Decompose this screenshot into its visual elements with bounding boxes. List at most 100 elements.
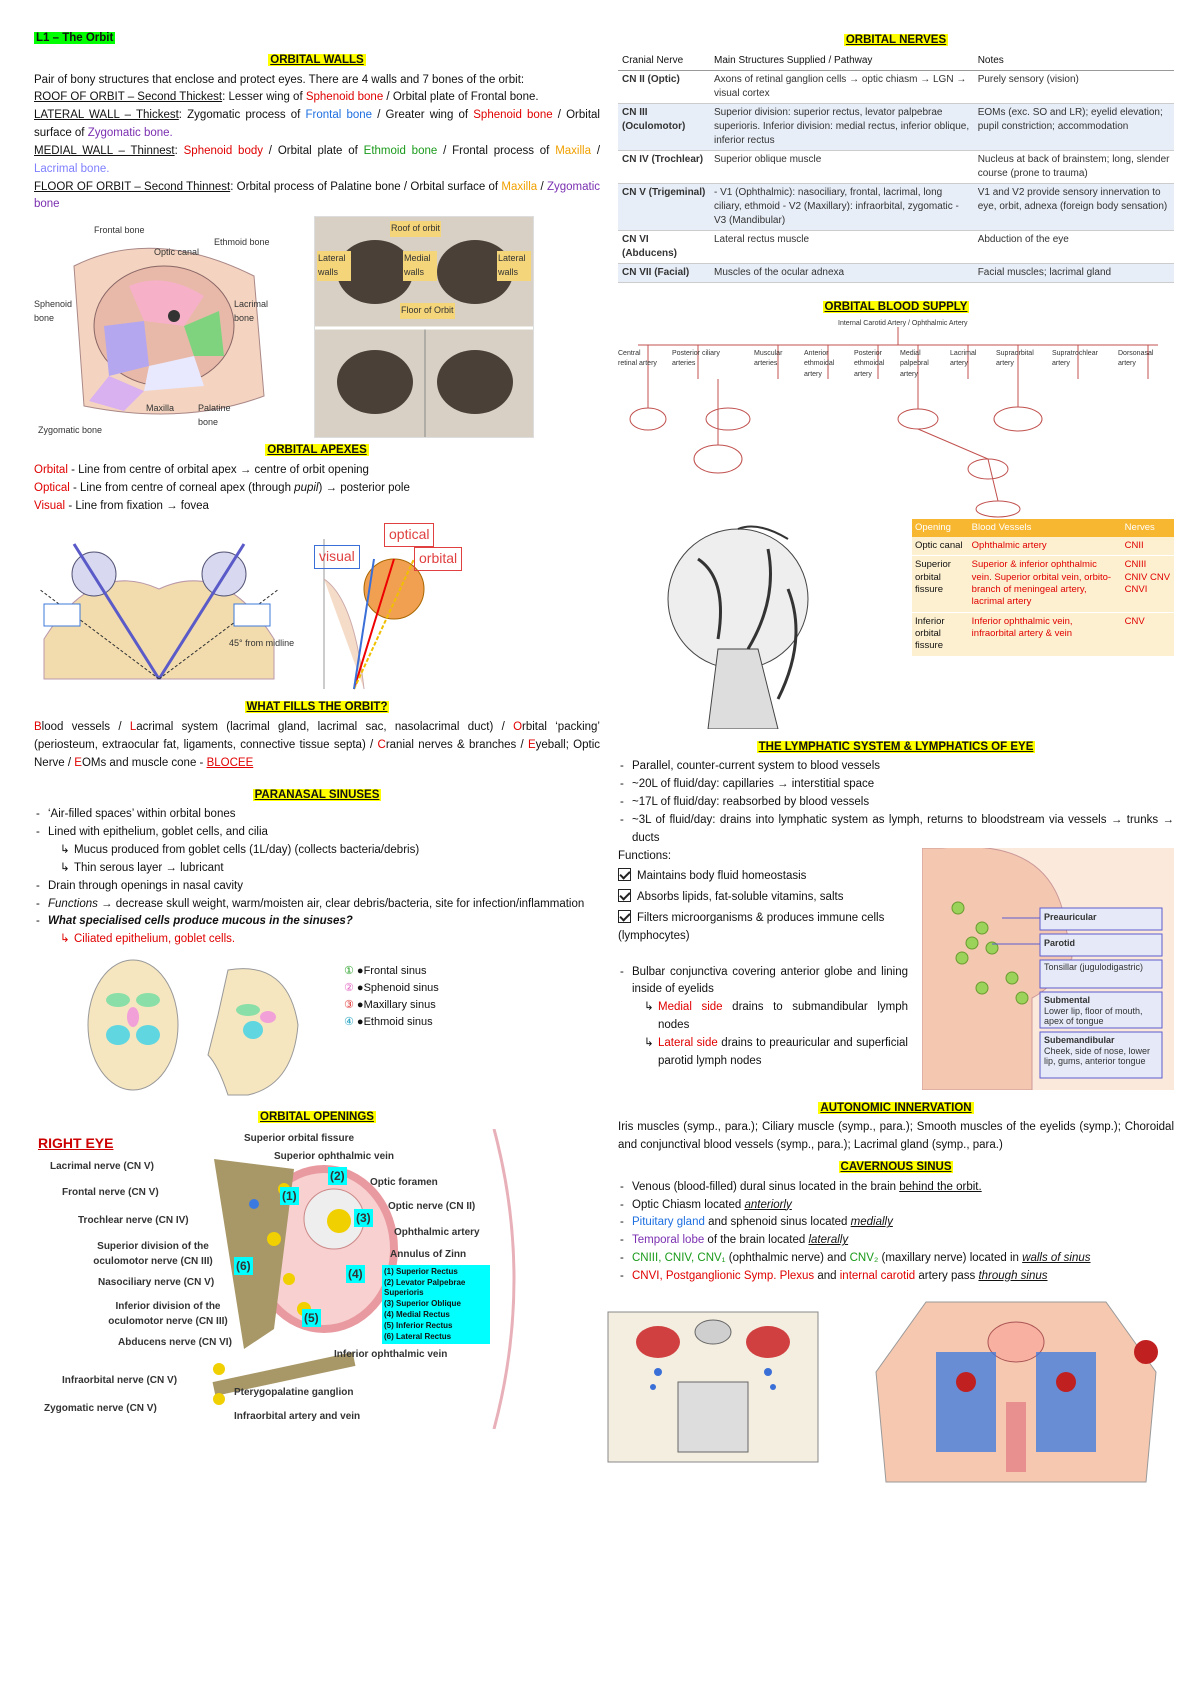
lymph-function-3: Filters microorganisms & produces immune… [618,909,885,942]
left-column: L1 – The Orbit ORBITAL WALLS Pair of bon… [34,30,600,1429]
lymph-functions-label: Functions: [618,849,672,862]
list-item: ~20L of fluid/day: capillaries → interst… [618,776,1174,794]
open-num-4: (4) [346,1264,365,1284]
table-cell: CNV [1121,612,1174,657]
skull-label-lateral-right: Lateral walls [497,251,531,281]
fills-heading: WHAT FILLS THE ORBIT? [244,701,390,714]
col-header: Opening [912,518,969,537]
open-label-nasociliary: Nasociliary nerve (CN V) [98,1276,215,1288]
open-label-inf-oculomotor: Inferior division of the oculomotor nerv… [108,1300,228,1328]
sinus-heads-svg [87,959,299,1096]
key-item: (6) Lateral Rectus [384,1331,452,1341]
open-label-zygomatic: Zygomatic nerve (CN V) [44,1402,157,1414]
list-item: Venous (blood-filled) dural sinus locate… [618,1179,1174,1197]
open-label-infraorbital: Infraorbital nerve (CN V) [62,1374,178,1386]
open-label-abducens: Abducens nerve (CN VI) [118,1336,232,1348]
muscle-key: (1) Superior Rectus (2) Levator Palpebra… [382,1264,490,1345]
apex-figures: optical visual orbital 45° from midline [34,519,600,696]
cavernous-list: Venous (blood-filled) dural sinus locate… [618,1179,1174,1286]
list-item: CNVI, Postganglionic Symp. Plexus and in… [618,1268,1174,1286]
medial-text: MEDIAL WALL – Thinnest: Sphenoid body / … [34,144,601,175]
legend-ethmoid: ④ ●Ethmoid sinus [344,1016,433,1029]
lymph-list: Parallel, counter-current system to bloo… [618,758,1174,847]
open-label-sov: Superior ophthalmic vein [274,1150,395,1162]
skull-photo-svg [315,240,533,438]
open-label-optic-foramen: Optic foramen [370,1176,438,1188]
lymph-text: Functions: Maintains body fluid homeosta… [618,848,908,1071]
right-column: ORBITAL NERVES Cranial Nerve Main Struct… [588,30,1174,1488]
table-cell: Optic canal [912,536,969,557]
roof-text: ROOF OF ORBIT – Second Thickest: Lesser … [34,91,539,104]
table-cell: Nucleus at back of brainstem; long, slen… [973,150,1174,184]
apex-eye-svg [323,539,425,690]
sinus-answer: Ciliated epithelium, goblet cells. [34,931,600,949]
skull-photo: Roof of orbit Medial walls Lateral walls… [314,216,534,439]
fills-text: Blood vessels / Lacrimal system (lacrima… [34,721,601,769]
checkbox-icon [618,909,631,923]
col-header: Blood Vessels [968,518,1122,537]
table-cell: Inferior ophthalmic vein, infraorbital a… [968,612,1122,657]
col-header: Cranial Nerve [618,51,710,71]
table-cell: Inferior orbital fissure [912,612,969,657]
apex-label-optical: optical [384,523,435,548]
legend-frontal: ① ●Frontal sinus [344,964,427,977]
tree-node: Central retinal artery [618,349,657,368]
apex-axes-diagram [34,519,284,696]
table-cell: CN II (Optic) [618,70,710,104]
table-row: CN V (Trigeminal)- V1 (Ophthalmic): naso… [618,183,1174,231]
sinuses-list: ‘Air-filled spaces’ within orbital bones… [34,806,600,842]
table-cell: Superior orbital fissure [912,555,969,613]
apex-visual: Visual - Line from fixation → fovea [34,499,209,512]
apex-orbital: Orbital - Line from centre of orbital ap… [34,463,369,476]
fig-label-zygomatic: Zygomatic bone [38,425,103,436]
open-num-1: (1) [280,1186,299,1206]
lymph-function-2: Absorbs lipids, fat-soluble vitamins, sa… [618,889,908,907]
table-header-row: Cranial Nerve Main Structures Supplied /… [618,51,1174,71]
tree-node: Posterior ethmoidal artery [854,349,885,379]
table-cell: EOMs (exc. SO and LR); eyelid elevation;… [973,103,1174,151]
list-item: Functions → decrease skull weight, warm/… [34,896,600,914]
legend-sphenoid: ② ●Sphenoid sinus [344,981,439,994]
table-cell: CN III (Oculomotor) [618,103,710,151]
list-item: Temporal lobe of the brain located later… [618,1232,1174,1250]
key-item: (5) Inferior Rectus [384,1320,453,1330]
table-cell: Superior oblique muscle [710,150,974,184]
list-item: ~17L of fluid/day: reabsorbed by blood v… [618,794,1174,812]
fig-label-lacrimal: Lacrimal bone [234,299,269,324]
walls-figures: Frontal bone Optic canal Ethmoid bone Sp… [34,216,600,439]
lymph-heading: THE LYMPHATIC SYSTEM & LYMPHATICS OF EYE [756,740,1036,753]
nerves-table: Cranial Nerve Main Structures Supplied /… [618,51,1174,283]
autonomic-text: Iris muscles (symp., para.); Ciliary mus… [618,1121,1174,1152]
open-label-sup-oculomotor: Superior division of the oculomotor nerv… [93,1240,213,1268]
cavernous-heading: CAVERNOUS SINUS [838,1160,954,1173]
openings-heading: ORBITAL OPENINGS [258,1110,376,1123]
blood-tree-top: Internal Carotid Artery / Ophthalmic Art… [838,319,968,327]
open-label-ophthalmic-artery: Ophthalmic artery [394,1226,480,1238]
table-cell: Facial muscles; lacrimal gland [973,263,1174,283]
table-cell: Axons of retinal ganglion cells → optic … [710,70,974,104]
orbit-bones-diagram: Frontal bone Optic canal Ethmoid bone Sp… [34,216,284,439]
orbit-bones-svg [73,247,265,415]
list-item: CNIII, CNIV, CNV₁ (ophthalmic nerve) and… [618,1250,1174,1268]
tree-node: Supratrochlear artery [1052,349,1098,368]
lymph-lateral: Lateral side drains to preauricular and … [618,1035,908,1071]
table-cell: Ophthalmic artery [968,536,1122,557]
apex-label-orbital: orbital [414,547,463,572]
checkbox-icon [618,889,631,903]
open-label-trochlear: Trochlear nerve (CN IV) [78,1214,189,1226]
open-num-6: (6) [234,1256,253,1276]
lymph-label-preauricular: Preauricular [1044,911,1097,922]
col-header: Notes [973,51,1174,71]
lymph-section: Functions: Maintains body fluid homeosta… [618,847,1174,1090]
table-cell: CN IV (Trochlear) [618,150,710,184]
open-label-sof: Superior orbital fissure [244,1132,355,1144]
table-cell: CN V (Trigeminal) [618,183,710,231]
col-header: Main Structures Supplied / Pathway [710,51,974,71]
lymph-label-submental-desc: Lower lip, floor of mouth, apex of tongu… [1044,1005,1143,1027]
table-cell: Abduction of the eye [973,230,1174,264]
checkbox-icon [618,868,631,882]
table-cell: CNII [1121,536,1174,557]
apex-axes-svg [38,543,280,681]
